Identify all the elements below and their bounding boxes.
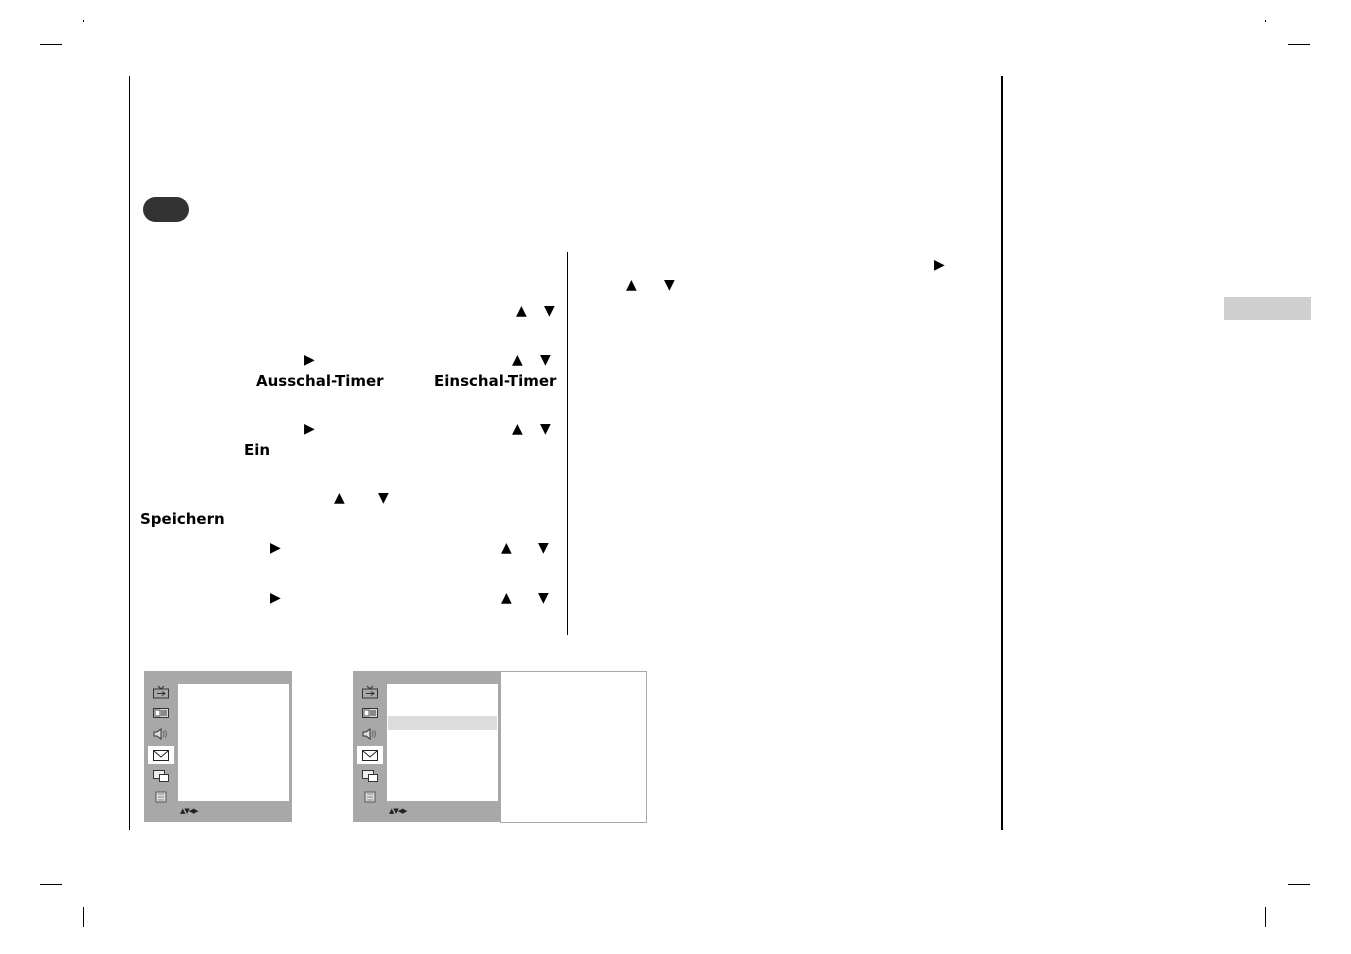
down-arrow-glyph: ▼ bbox=[378, 490, 389, 506]
crop-mark bbox=[40, 884, 62, 885]
down-arrow-glyph: ▼ bbox=[540, 352, 551, 368]
up-arrow-glyph: ▲ bbox=[516, 303, 527, 319]
down-arrow-glyph: ▼ bbox=[664, 277, 675, 293]
up-arrow-glyph: ▲ bbox=[334, 490, 345, 506]
up-arrow-glyph: ▲ bbox=[512, 352, 523, 368]
nav-hint: ▲▼◀▶ bbox=[180, 807, 199, 815]
section-badge bbox=[143, 197, 189, 222]
special-icon[interactable] bbox=[357, 767, 383, 785]
up-arrow-glyph: ▲ bbox=[626, 277, 637, 293]
special-icon[interactable] bbox=[148, 767, 174, 785]
crop-dot bbox=[83, 20, 84, 22]
crop-dot bbox=[1265, 20, 1266, 22]
osd-menu-time: ▲▼◀▶ bbox=[353, 671, 501, 822]
column-divider bbox=[567, 252, 568, 635]
crop-mark bbox=[1288, 44, 1310, 45]
nav-hint: ▲▼◀▶ bbox=[389, 807, 408, 815]
down-arrow-glyph: ▼ bbox=[540, 421, 551, 437]
off-timer-label: Ausschal-Timer bbox=[256, 372, 384, 390]
picture-icon[interactable] bbox=[148, 704, 174, 722]
picture-icon[interactable] bbox=[357, 704, 383, 722]
tv-icon[interactable] bbox=[357, 683, 383, 701]
on-timer-label: Einschal-Timer bbox=[434, 372, 557, 390]
down-arrow-glyph: ▼ bbox=[538, 590, 549, 606]
down-arrow-glyph: ▼ bbox=[544, 303, 555, 319]
crop-mark bbox=[40, 44, 62, 45]
chapter-tab bbox=[1224, 297, 1311, 320]
up-arrow-glyph: ▲ bbox=[501, 590, 512, 606]
right-arrow-glyph: ▶ bbox=[304, 421, 315, 437]
osd-menu-main: ▲▼◀▶ bbox=[144, 671, 292, 822]
right-arrow-glyph: ▶ bbox=[270, 590, 281, 606]
menu-panel bbox=[387, 684, 498, 801]
menu-panel bbox=[178, 684, 289, 801]
time-icon[interactable] bbox=[357, 746, 383, 764]
up-arrow-glyph: ▲ bbox=[501, 540, 512, 556]
save-label: Speichern bbox=[140, 510, 225, 528]
sound-icon[interactable] bbox=[148, 725, 174, 743]
osd-submenu-panel bbox=[500, 671, 647, 823]
menu-highlight-row[interactable] bbox=[388, 716, 497, 730]
tv-icon[interactable] bbox=[148, 683, 174, 701]
left-margin-rule bbox=[129, 76, 130, 830]
right-arrow-glyph: ▶ bbox=[934, 257, 945, 273]
crop-mark bbox=[1288, 884, 1310, 885]
screen-icon[interactable] bbox=[148, 788, 174, 806]
crop-mark bbox=[83, 907, 84, 927]
right-arrow-glyph: ▶ bbox=[304, 352, 315, 368]
screen-icon[interactable] bbox=[357, 788, 383, 806]
sound-icon[interactable] bbox=[357, 725, 383, 743]
crop-mark bbox=[1265, 907, 1266, 927]
time-icon[interactable] bbox=[148, 746, 174, 764]
down-arrow-glyph: ▼ bbox=[538, 540, 549, 556]
right-arrow-glyph: ▶ bbox=[270, 540, 281, 556]
on-label: Ein bbox=[244, 441, 271, 459]
up-arrow-glyph: ▲ bbox=[512, 421, 523, 437]
right-margin-rule bbox=[1001, 76, 1003, 830]
